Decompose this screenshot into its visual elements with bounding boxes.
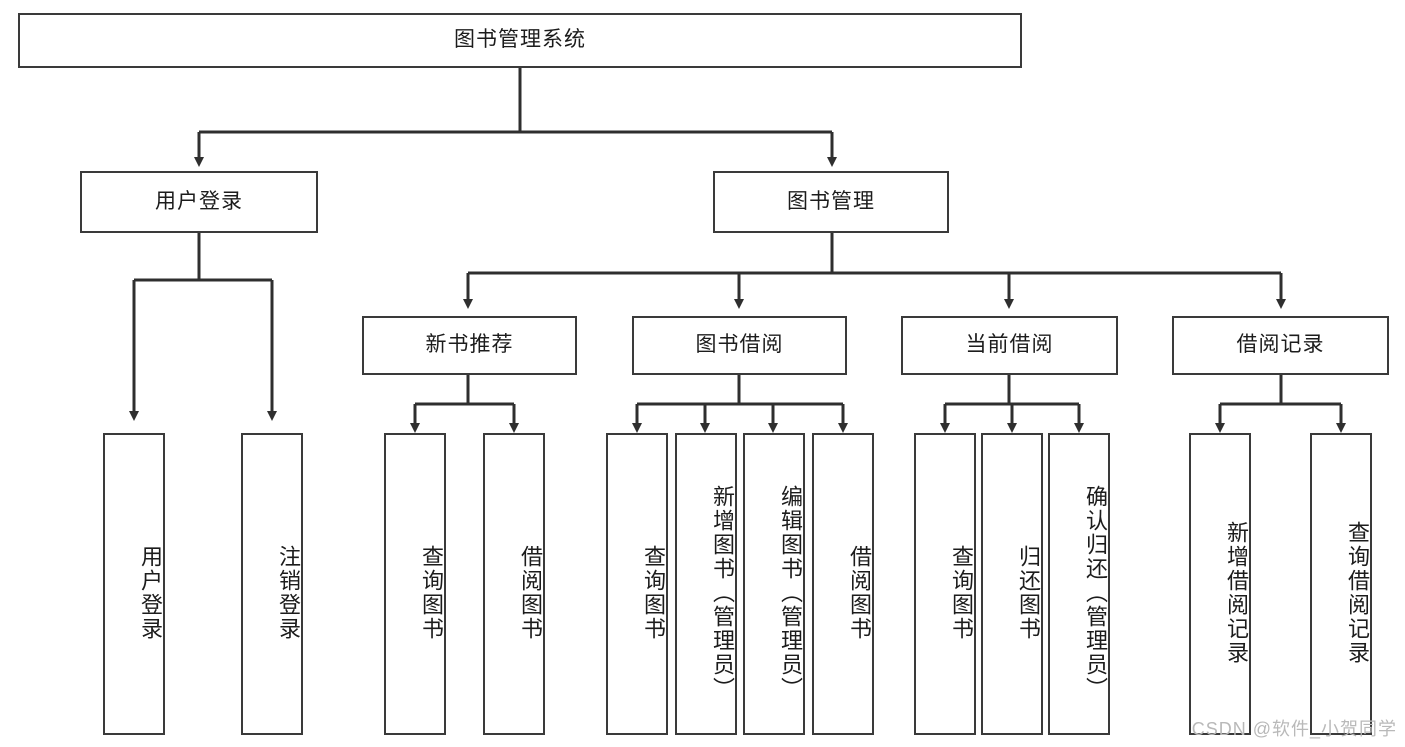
leaf-borrow-book-2[interactable]: 借阅图书 [812, 433, 874, 735]
leaf-user-logout[interactable]: 注销登录 [241, 433, 303, 735]
leaf-return-book-label: 归还图书 [1016, 545, 1041, 641]
leaf-query-book-1-label: 查询图书 [419, 545, 444, 641]
leaf-query-book-3-label: 查询图书 [949, 545, 974, 641]
node-user-login[interactable]: 用户登录 [80, 171, 318, 233]
node-book-borrow[interactable]: 图书借阅 [632, 316, 847, 375]
leaf-query-book-1[interactable]: 查询图书 [384, 433, 446, 735]
leaf-edit-book[interactable]: 编辑图书（管理员） [743, 433, 805, 735]
leaf-return-book[interactable]: 归还图书 [981, 433, 1043, 735]
leaf-add-book[interactable]: 新增图书（管理员） [675, 433, 737, 735]
leaf-add-book-label: 新增图书（管理员） [710, 485, 735, 701]
leaf-borrow-book-1[interactable]: 借阅图书 [483, 433, 545, 735]
leaf-edit-book-label: 编辑图书（管理员） [778, 485, 803, 701]
leaf-borrow-book-2-label: 借阅图书 [847, 545, 872, 641]
leaf-add-record[interactable]: 新增借阅记录 [1189, 433, 1251, 735]
node-current-borrow[interactable]: 当前借阅 [901, 316, 1118, 375]
node-book-borrow-label: 图书借阅 [695, 333, 784, 357]
leaf-query-book-3[interactable]: 查询图书 [914, 433, 976, 735]
node-root[interactable]: 图书管理系统 [18, 13, 1022, 68]
node-current-borrow-label: 当前借阅 [965, 333, 1054, 357]
node-user-login-label: 用户登录 [155, 189, 243, 213]
leaf-query-record-label: 查询借阅记录 [1345, 521, 1370, 665]
leaf-user-login[interactable]: 用户登录 [103, 433, 165, 735]
node-borrow-record[interactable]: 借阅记录 [1172, 316, 1389, 375]
leaf-borrow-book-1-label: 借阅图书 [518, 545, 543, 641]
leaf-confirm-return-label: 确认归还（管理员） [1083, 485, 1108, 701]
leaf-query-book-2[interactable]: 查询图书 [606, 433, 668, 735]
node-book-manage-label: 图书管理 [787, 189, 875, 213]
node-new-book-recommend-label: 新书推荐 [425, 333, 514, 357]
leaf-add-record-label: 新增借阅记录 [1224, 521, 1249, 665]
node-book-manage[interactable]: 图书管理 [713, 171, 949, 233]
node-new-book-recommend[interactable]: 新书推荐 [362, 316, 577, 375]
leaf-user-logout-label: 注销登录 [276, 545, 301, 641]
node-borrow-record-label: 借阅记录 [1236, 333, 1325, 357]
watermark: CSDN @软件_小贺同学 [1191, 719, 1397, 739]
leaf-confirm-return[interactable]: 确认归还（管理员） [1048, 433, 1110, 735]
node-root-label: 图书管理系统 [454, 28, 586, 52]
leaf-query-record[interactable]: 查询借阅记录 [1310, 433, 1372, 735]
leaf-query-book-2-label: 查询图书 [641, 545, 666, 641]
leaf-user-login-label: 用户登录 [138, 545, 163, 641]
